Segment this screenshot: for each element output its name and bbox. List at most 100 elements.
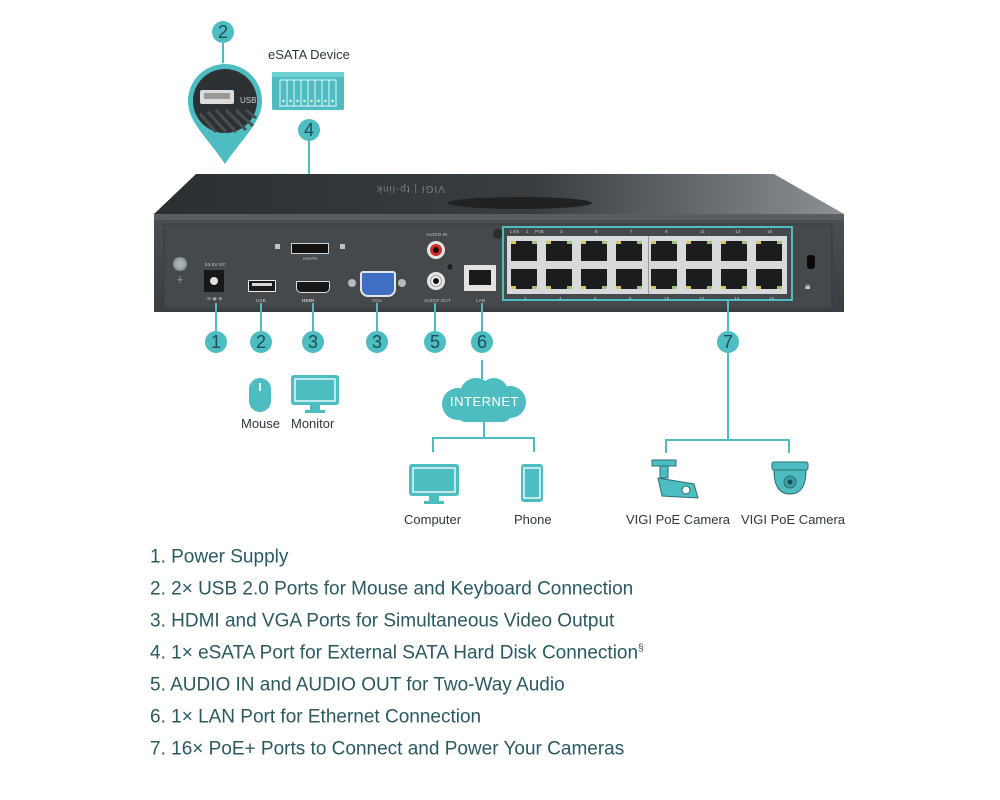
poe-led <box>637 286 642 289</box>
poe-led <box>532 286 537 289</box>
link-led <box>546 241 551 244</box>
poe-port <box>616 241 642 261</box>
callout-badge-esata-top: 4 <box>298 119 320 141</box>
callout-badge-hdmi: 3 <box>302 331 324 353</box>
connector-line <box>665 439 667 453</box>
power-jack <box>204 270 224 292</box>
link-led <box>511 241 516 244</box>
link-led <box>511 286 516 289</box>
poe-port <box>616 269 642 289</box>
poe-port-number: 8 <box>629 296 632 301</box>
connector-line <box>222 43 224 63</box>
callout-badge-lan: 6 <box>471 331 493 353</box>
link-led <box>581 241 586 244</box>
vga-port-label: VGA <box>372 298 383 303</box>
bullet-camera-icon <box>651 459 699 499</box>
usb-zoom-label: USB <box>240 96 257 105</box>
poe-port-number: Link <box>510 229 520 234</box>
link-led <box>756 286 761 289</box>
link-led <box>616 241 621 244</box>
link-led <box>616 286 621 289</box>
audio-in-label: AUDIO IN <box>426 232 448 237</box>
poe-led <box>567 286 572 289</box>
connector-line <box>481 360 483 380</box>
poe-port <box>651 269 677 289</box>
link-led <box>651 286 656 289</box>
poe-port-block <box>507 236 787 294</box>
connector-line <box>788 439 790 453</box>
poe-port-number: 7 <box>630 229 633 234</box>
poe-led <box>672 241 677 244</box>
callout-badge-poe: 7 <box>717 331 739 353</box>
poe-led <box>567 241 572 244</box>
connector-line <box>727 301 729 331</box>
poe-led <box>637 241 642 244</box>
esata-screw-right <box>340 244 345 249</box>
link-led <box>686 241 691 244</box>
callout-badge-power: 1 <box>205 331 227 353</box>
mouse-icon <box>249 378 271 412</box>
esata-port-label: eSATA <box>303 256 318 261</box>
dome-camera-icon <box>771 461 809 495</box>
poe-port <box>756 241 782 261</box>
callout-badge-usb: 2 <box>250 331 272 353</box>
lan-port-label: LAN <box>476 298 486 303</box>
poe-port <box>546 269 572 289</box>
camera2-label: VIGI PoE Camera <box>741 512 846 527</box>
monitor-icon <box>291 375 339 413</box>
usb-port-label: USB <box>256 298 266 303</box>
feature-item: 5. AUDIO IN and AUDIO OUT for Two-Way Au… <box>150 674 565 696</box>
poe-port <box>581 269 607 289</box>
link-led <box>756 241 761 244</box>
status-led <box>446 263 454 271</box>
poe-led <box>777 286 782 289</box>
ground-symbol-icon: ⏚ <box>176 275 184 284</box>
poe-port-number: 4 <box>559 296 562 301</box>
mouse-label: Mouse <box>241 416 281 431</box>
connector-line <box>727 353 729 439</box>
dc-input-label: 53.5V DC <box>205 262 227 267</box>
esata-device-label: eSATA Device <box>268 47 350 62</box>
poe-led <box>602 241 607 244</box>
connector-line <box>665 439 790 441</box>
camera1-label: VIGI PoE Camera <box>626 512 731 527</box>
front-button <box>493 229 503 239</box>
poe-led <box>532 241 537 244</box>
poe-led <box>742 241 747 244</box>
poe-port-number: 16 <box>769 296 775 301</box>
poe-port-number: 1 <box>526 229 529 234</box>
poe-port <box>581 241 607 261</box>
phone-icon <box>521 464 543 502</box>
poe-port <box>756 269 782 289</box>
phone-label: Phone <box>514 512 552 527</box>
lock-icon: 🔒︎ <box>805 281 811 292</box>
vga-screw-right <box>398 279 406 287</box>
connector-line <box>376 303 378 331</box>
esata-port <box>291 243 329 254</box>
ground-screw-icon <box>173 257 187 271</box>
connector-line <box>260 303 262 331</box>
link-led <box>721 241 726 244</box>
feature-item: 3. HDMI and VGA Ports for Simultaneous V… <box>150 610 615 632</box>
poe-port <box>511 269 537 289</box>
feature-item: 2. 2× USB 2.0 Ports for Mouse and Keyboa… <box>150 578 634 600</box>
connector-line <box>432 437 434 452</box>
feature-item: 4. 1× eSATA Port for External SATA Hard … <box>150 642 644 664</box>
esata-device-icon <box>272 72 344 110</box>
computer-icon <box>409 464 459 504</box>
poe-port-number: 13 <box>735 229 741 234</box>
internet-label: INTERNET <box>450 394 519 409</box>
internet-cloud-icon <box>442 378 526 422</box>
poe-led <box>777 241 782 244</box>
poe-port-number: 10 <box>664 296 670 301</box>
poe-port <box>546 241 572 261</box>
poe-port-number: 15 <box>767 229 773 234</box>
poe-port-number: 2 <box>524 296 527 301</box>
link-led <box>651 241 656 244</box>
poe-port-number: 5 <box>595 229 598 234</box>
poe-led <box>742 286 747 289</box>
link-led <box>546 286 551 289</box>
poe-port <box>721 269 747 289</box>
link-led <box>581 286 586 289</box>
callout-badge-usb-top: 2 <box>212 21 234 43</box>
